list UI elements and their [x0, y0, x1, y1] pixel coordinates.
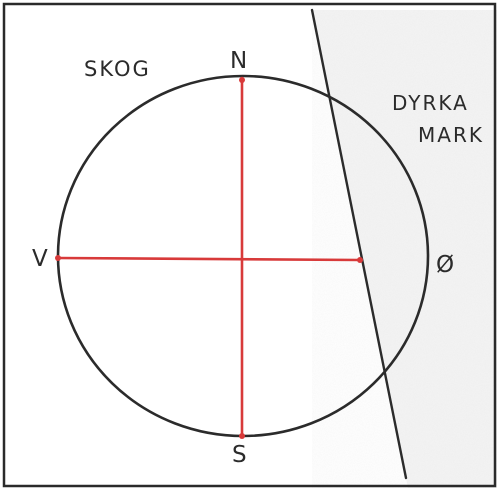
south-point-marker — [239, 433, 245, 439]
north-point-marker — [239, 77, 245, 83]
farmland-label-line2: MARK — [418, 123, 484, 147]
west-point-marker — [55, 255, 61, 261]
forest-label: SKOG — [84, 57, 151, 81]
field-boundary-line — [310, 8, 408, 480]
farmland-label-line1: DYRKA — [392, 91, 469, 115]
east-point-marker — [357, 257, 363, 263]
north-label: N — [230, 48, 249, 74]
west-label: V — [32, 246, 50, 272]
east-label: Ø — [436, 252, 456, 278]
south-label: S — [232, 442, 249, 468]
west-east-line — [56, 256, 362, 262]
farmland-texture — [312, 10, 497, 488]
